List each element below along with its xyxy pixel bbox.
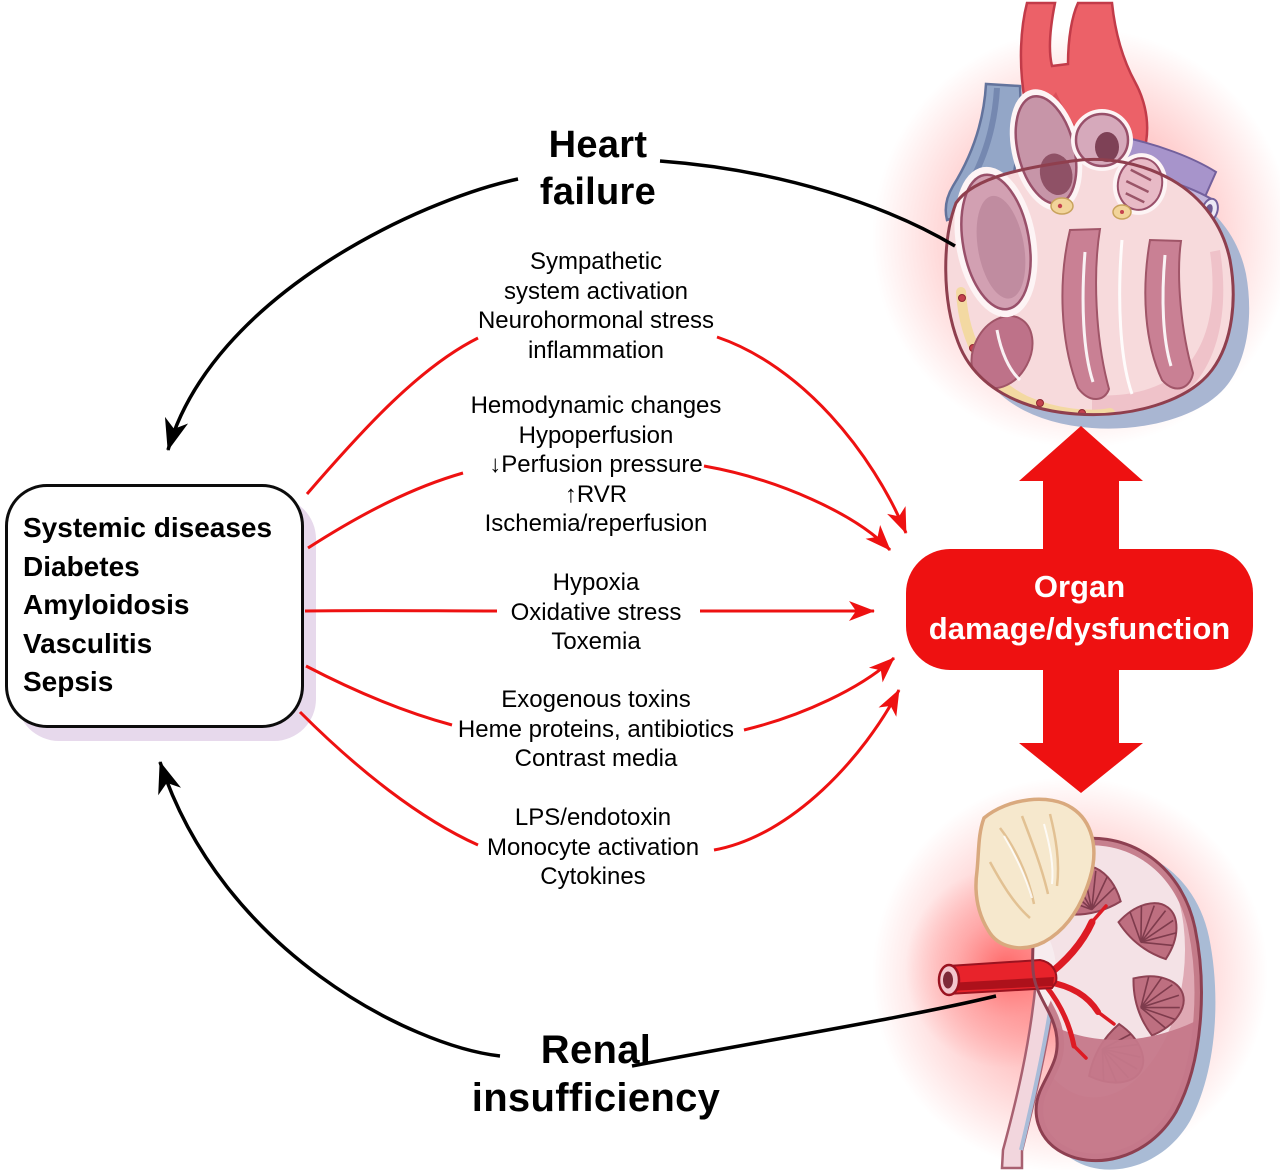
heart-failure-label: Heart failure [539, 124, 657, 213]
red-arrows [298, 335, 908, 852]
mediator-hypoxia: Hypoxia Oxidative stress Toxemia [510, 569, 682, 655]
red-arrow-5-right [713, 689, 901, 852]
mediator-toxins: Exogenous toxins Heme proteins, antibiot… [457, 686, 735, 772]
mediator-lps: LPS/endotoxin Monocyte activation Cytoki… [486, 804, 700, 890]
red-arrow-1-right [716, 335, 908, 534]
black-arrows [158, 159, 997, 1068]
kidney-illustration [937, 797, 1216, 1170]
red-arrow-2-right [703, 464, 892, 552]
renal-artery [937, 958, 1058, 997]
red-arrow-1-left [305, 336, 479, 495]
arrow-renal-to-box [158, 761, 501, 1058]
organ-damage-label: Organ damage/dysfunction [928, 569, 1231, 646]
left-atrium [954, 166, 1038, 318]
heart-interior [956, 227, 1224, 415]
mediator-sympathetic: Sympathetic system activation Neurohormo… [477, 248, 715, 364]
ureter-vein-line [1019, 1004, 1053, 1151]
renal-insufficiency-label: Renal insufficiency [471, 1028, 721, 1120]
ureter [1000, 977, 1057, 1170]
heart-illustration [944, 1, 1250, 429]
red-arrow-5-left [298, 710, 479, 847]
red-arrow-2-left [307, 471, 464, 550]
left-box-line: Vasculitis [23, 627, 153, 659]
left-box-line: Diabetes [23, 550, 140, 582]
arrow-heartfailure-to-box [165, 177, 519, 451]
systemic-diseases-box: Systemic diseases Diabetes Amyloidosis V… [5, 484, 304, 728]
red-arrow-4-right [743, 656, 896, 732]
left-box-line: Sepsis [23, 666, 114, 697]
mediator-hemodynamic: Hemodynamic changes Hypoperfusion ↓Perfu… [470, 392, 722, 537]
valve-fat-pads [1050, 197, 1132, 220]
connector-renal-to-kidney [631, 994, 997, 1068]
red-arrow-4-left [305, 664, 453, 727]
left-box-line: Systemic diseases [23, 512, 273, 543]
left-box-line: Amyloidosis [23, 589, 190, 620]
organ-damage-box [906, 549, 1253, 670]
connector-heartfailure-to-heart [659, 159, 956, 248]
adrenal-gland [974, 797, 1096, 950]
pulmonary-valve [1071, 109, 1133, 171]
